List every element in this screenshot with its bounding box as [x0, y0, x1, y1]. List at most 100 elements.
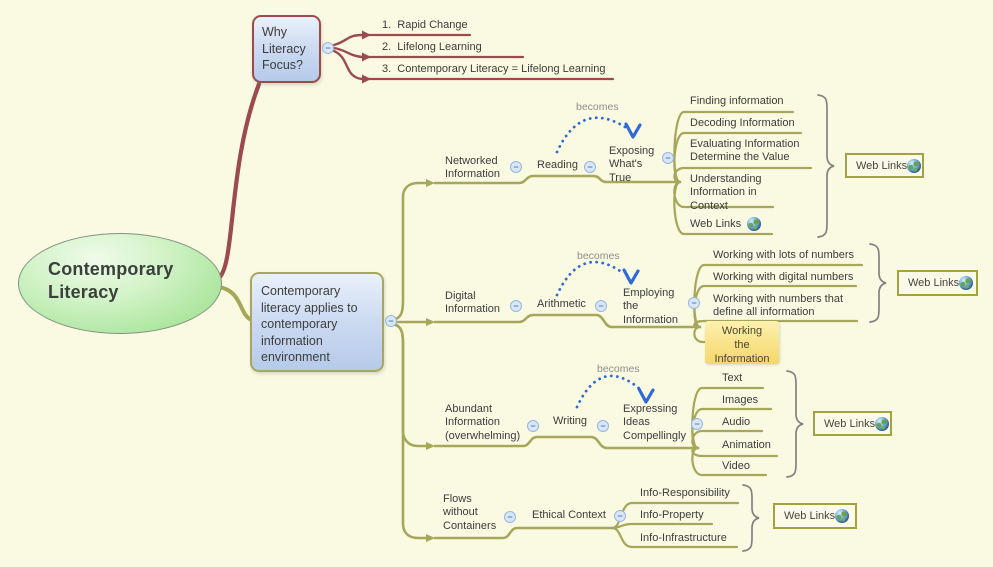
topic-main-label: Contemporary literacy applies to contemp… — [261, 284, 358, 364]
topic-abundant-information[interactable]: Abundant Information (overwhelming) — [445, 403, 521, 442]
arrowhead — [426, 179, 435, 187]
collapse-button[interactable]: − — [510, 300, 522, 312]
topic-expressing-ideas[interactable]: Expressing Ideas Compellingly — [623, 403, 686, 442]
why-branch-lines — [215, 30, 615, 282]
collapse-button[interactable]: − — [595, 300, 607, 312]
summary-braces — [742, 94, 887, 552]
child-digital-numbers[interactable]: Working with digital numbers — [713, 271, 854, 283]
root-topic[interactable] — [18, 233, 222, 334]
relationship-arrows — [555, 116, 655, 409]
collapse-button[interactable]: − — [614, 510, 626, 522]
topic-digital-information[interactable]: Digital Information — [445, 290, 501, 316]
child-images[interactable]: Images — [722, 394, 759, 406]
collapse-button[interactable]: − — [662, 152, 674, 164]
topic-why-literacy-focus[interactable] — [252, 15, 321, 83]
topic-arithmetic[interactable]: Arithmetic — [537, 298, 586, 310]
arrowhead — [362, 30, 371, 40]
arrowhead — [426, 534, 435, 542]
brace — [869, 243, 887, 323]
web-links-label: Web Links — [784, 510, 836, 522]
branch-networked-lines — [391, 110, 813, 322]
topic-writing[interactable]: Writing — [553, 415, 588, 427]
child-understanding-information[interactable]: Understanding Information in Context — [690, 173, 762, 212]
collapse-button[interactable]: − — [527, 420, 539, 432]
globe-icon — [907, 158, 922, 173]
collapse-button[interactable]: − — [385, 315, 397, 327]
arrowhead — [362, 74, 371, 84]
web-links-box[interactable]: Web Links — [773, 503, 857, 529]
child-web-links[interactable]: Web Links — [690, 218, 742, 230]
why-item-lifelong-learning[interactable]: 2. Lifelong Learning — [382, 41, 482, 53]
brace — [742, 484, 760, 552]
topic-flows-without-containers[interactable]: Flows without Containers — [443, 493, 497, 532]
branch-line — [433, 313, 702, 329]
relationship-arrowhead — [622, 268, 640, 285]
why-item-rapid-change[interactable]: 1. Rapid Change — [382, 19, 468, 31]
branch-line — [610, 526, 739, 549]
child-info-property[interactable]: Info-Property — [640, 509, 704, 521]
collapse-button[interactable]: − — [510, 161, 522, 173]
branch-flows-lines — [391, 322, 740, 549]
branch-line — [217, 285, 254, 322]
web-links-box[interactable]: Web Links — [845, 153, 924, 178]
collapse-button[interactable]: − — [584, 161, 596, 173]
globe-icon — [835, 509, 850, 523]
child-video[interactable]: Video — [722, 460, 750, 472]
brace — [817, 94, 835, 238]
branch-line — [391, 322, 429, 540]
collapse-button[interactable]: − — [322, 42, 334, 54]
arrowhead — [362, 52, 371, 62]
main-branch-lines — [217, 285, 254, 322]
topic-why-literacy-focus-label: Why Literacy Focus? — [262, 25, 306, 72]
child-lots-of-numbers[interactable]: Working with lots of numbers — [713, 249, 855, 261]
child-info-infrastructure[interactable]: Info-Infrastructure — [640, 532, 727, 544]
globe-icon — [747, 217, 761, 231]
topic-reading[interactable]: Reading — [537, 159, 578, 171]
why-item-contemporary-literacy[interactable]: 3. Contemporary Literacy = Lifelong Lear… — [382, 63, 606, 75]
topic-exposing-whats-true[interactable]: Exposing What's True — [609, 145, 655, 184]
web-links-label: Web Links — [908, 277, 960, 289]
brace — [786, 370, 804, 478]
child-text[interactable]: Text — [722, 372, 743, 384]
branch-line — [691, 446, 768, 477]
web-links-box[interactable]: Web Links — [897, 270, 978, 296]
arrowhead — [426, 442, 435, 450]
topic-employing-the-information[interactable]: Employing the Information — [623, 287, 679, 326]
collapse-button[interactable]: − — [691, 418, 703, 430]
collapse-button[interactable]: − — [688, 297, 700, 309]
branch-line — [610, 522, 714, 530]
topic-ethical-context[interactable]: Ethical Context — [532, 509, 606, 521]
child-animation[interactable]: Animation — [722, 439, 771, 451]
branch-line — [332, 33, 364, 47]
relationship-arc — [575, 374, 643, 409]
web-links-label: Web Links — [824, 417, 876, 430]
web-links-box[interactable]: Web Links — [813, 411, 892, 436]
child-decoding-information[interactable]: Decoding Information — [690, 117, 795, 129]
relationship-label-becomes: becomes — [576, 101, 619, 113]
branch-line — [391, 181, 429, 322]
collapse-button[interactable]: − — [597, 420, 609, 432]
relationship-label-becomes: becomes — [577, 250, 620, 262]
branch-line — [433, 435, 700, 450]
web-links-label: Web Links — [856, 159, 908, 172]
root-topic-label: Contemporary Literacy — [48, 259, 174, 303]
branch-line — [433, 174, 682, 185]
branch-line — [673, 180, 774, 236]
child-numbers-define-information[interactable]: Working with numbers that define all inf… — [713, 293, 844, 319]
branch-line — [332, 46, 364, 59]
relationship-arrowhead — [624, 122, 642, 139]
branch-line — [433, 526, 614, 540]
arrowhead — [426, 318, 435, 326]
child-info-responsibility[interactable]: Info-Responsibility — [640, 487, 730, 499]
child-evaluating-information[interactable]: Evaluating Information Determine the Val… — [690, 138, 800, 164]
collapse-button[interactable]: − — [504, 511, 516, 523]
branch-line — [693, 325, 708, 344]
branch-line — [332, 49, 364, 81]
topic-main[interactable] — [250, 272, 384, 372]
topic-networked-information[interactable]: Networked Information — [445, 155, 501, 181]
child-finding-information[interactable]: Finding information — [690, 95, 784, 107]
child-audio[interactable]: Audio — [722, 416, 751, 428]
child-working-the-information-highlighted[interactable]: Working the Information — [705, 321, 779, 365]
